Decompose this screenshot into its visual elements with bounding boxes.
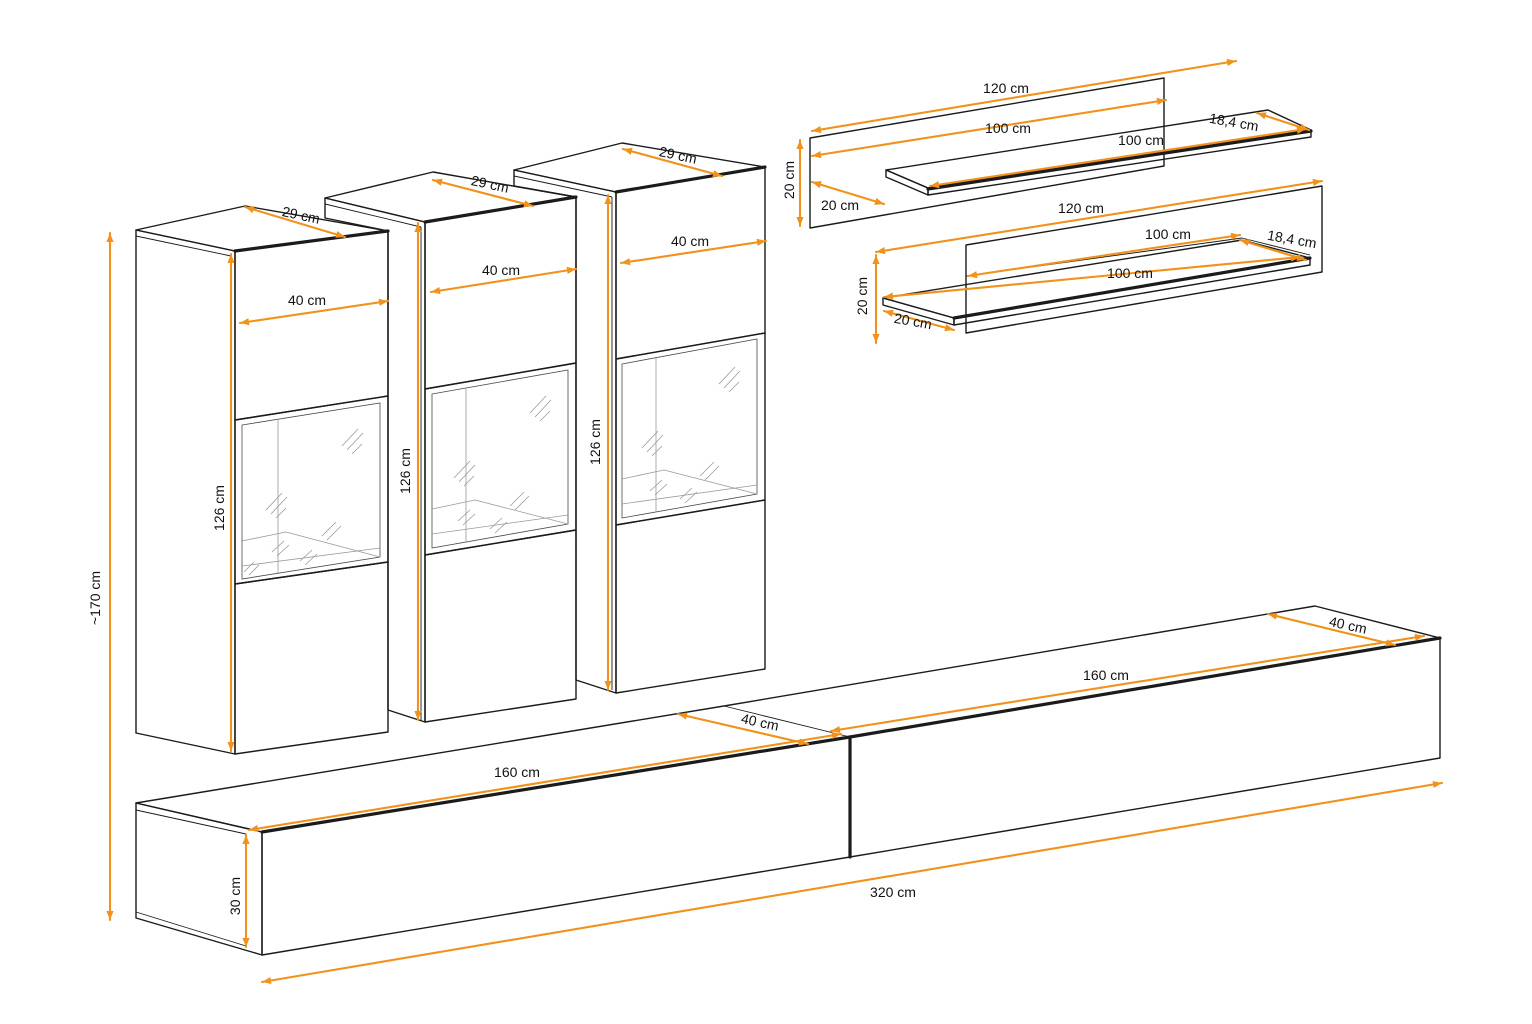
shelf-top-board-depth-dimension [1255,111,1311,132]
shelf-bottom-panel-width-label: 120 cm [1058,200,1104,216]
shelf-bottom-panel-width-dimension [874,178,1324,255]
total-width-label: 320 cm [870,884,916,900]
cab-mid-depth-dimension [431,178,535,208]
cab-mid-height-dimension [414,221,422,722]
shelf-bottom-board-depth-label: 18,4 cm [1266,227,1318,251]
overall-height-dimension [106,231,114,922]
lowboard-left-width-dimension [247,731,843,833]
shelf-bottom-board-depth-dimension [1238,238,1308,262]
cab-left-depth-dimension [243,205,347,239]
cab-mid-depth-label: 29 cm [470,172,511,196]
cab-left-width-label: 40 cm [288,292,326,308]
shelf-bottom-board-front-label: 100 cm [1107,265,1153,281]
total-width-dimension [260,780,1444,985]
lowboard-left-width-label: 160 cm [494,764,540,780]
shelf-bottom-depth-dimension [882,309,956,332]
cab-right-width-dimension [619,238,768,266]
cabinet-middle [324,171,578,723]
lowboard-right-width-label: 160 cm [1083,667,1129,683]
shelf-bottom-board-back-dimension [966,232,1242,279]
lowboard-left-depth-dimension [676,712,810,746]
shelf-top-panel-depth-label: 20 cm [821,197,859,213]
cab-left-height-dimension [227,252,235,753]
shelf-bottom-board-back-label: 100 cm [1145,226,1191,242]
lowboard-height-label: 30 cm [227,877,243,915]
lowboard-left-depth-label: 40 cm [740,710,781,734]
cab-right-height-dimension [604,193,612,692]
shelf-top-panel-width-label: 120 cm [983,80,1029,96]
cab-right-width-label: 40 cm [671,233,709,249]
cabinet-right [513,142,767,694]
wall-shelf-top [809,77,1313,229]
dimension-lines [106,58,1444,985]
cab-right-height-label: 126 cm [587,419,603,465]
cab-left-height-label: 126 cm [211,485,227,531]
overall-height-label: ~170 cm [87,571,103,625]
shelf-bottom-depth-label: 20 cm [893,310,933,332]
shelf-top-board-back-dimension [810,97,1168,159]
shelf-bottom-height-dimension [872,253,880,345]
cab-mid-width-label: 40 cm [482,262,520,278]
cab-mid-height-label: 126 cm [397,448,413,494]
shelf-top-panel-depth-dimension [810,180,886,206]
shelf-top-board-depth-label: 18,4 cm [1208,110,1260,134]
lowboard-right-depth-label: 40 cm [1328,613,1369,637]
lowboard-right-depth-dimension [1266,612,1397,647]
cab-right-depth-label: 29 cm [658,143,699,167]
shelf-top-panel-height-label: 20 cm [781,161,797,199]
lowboard [135,605,1442,956]
shelf-top-panel-width-dimension [810,58,1238,134]
lowboard-height-dimension [242,833,250,949]
cab-right-depth-dimension [621,147,724,178]
cab-mid-width-dimension [429,266,578,295]
shelf-bottom-height-label: 20 cm [854,277,870,315]
shelf-top-panel-height-dimension [796,138,804,228]
cab-left-width-dimension [238,298,390,326]
cabinet-left [135,205,390,755]
shelf-top-board-front-label: 100 cm [1118,132,1164,148]
lowboard-right-width-dimension [829,633,1426,734]
cab-left-depth-label: 29 cm [281,203,322,227]
shelf-top-board-back-label: 100 cm [985,120,1031,136]
